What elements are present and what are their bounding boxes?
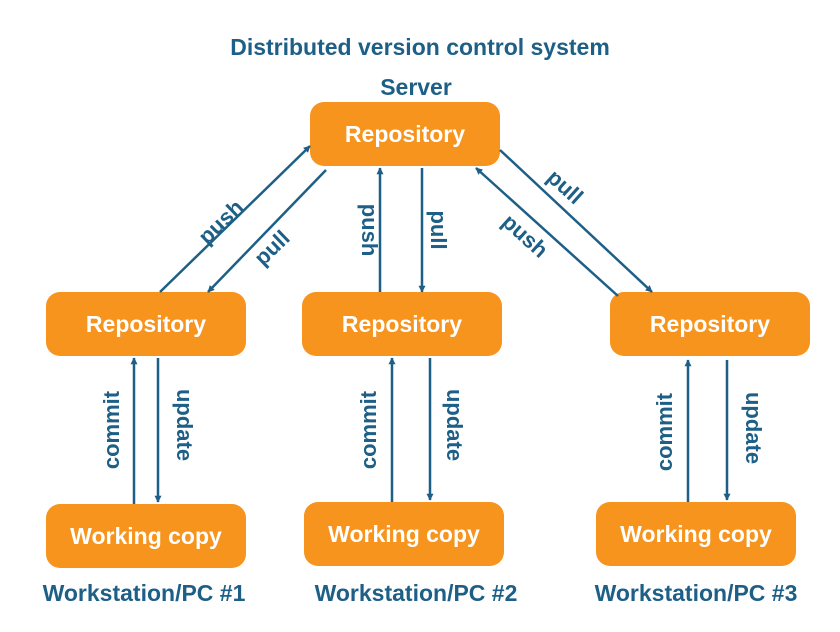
ws1-working-copy-label: Working copy (70, 522, 222, 549)
ws3-update-text: update (741, 392, 766, 464)
ws3-pull-text: pull (542, 164, 588, 209)
ws3-repository-label: Repository (649, 310, 771, 337)
ws2-label: Workstation/PC #2 (314, 580, 518, 606)
ws2-working-copy-box: Working copy (304, 502, 504, 566)
ws1-update-text: update (172, 389, 197, 461)
ws2-pull-text: pull (426, 210, 451, 249)
ws3-working-copy-label: Working copy (620, 520, 772, 547)
ws2-update-text: update (442, 389, 467, 461)
ws1-label: Workstation/PC #1 (42, 580, 246, 606)
diagram-title: Distributed version control system (230, 34, 610, 60)
ws3-repository-box: Repository (610, 292, 810, 356)
ws1-repository-box: Repository (46, 292, 246, 356)
ws1-push-arrow (159, 145, 311, 293)
ws2-push-text: push (357, 204, 382, 257)
ws2-repository-box: Repository (302, 292, 502, 356)
ws3-working-copy-box: Working copy (596, 502, 796, 566)
ws2-commit-text: commit (356, 390, 381, 469)
ws3-push-text: push (497, 209, 553, 263)
server-repository-box: Repository (310, 102, 500, 166)
server-repository-label: Repository (344, 120, 466, 147)
ws2-repository-label: Repository (341, 310, 463, 337)
ws2-working-copy-label: Working copy (328, 520, 480, 547)
ws1-repository-label: Repository (85, 310, 207, 337)
ws3-commit-text: commit (652, 392, 677, 471)
ws1-working-copy-box: Working copy (46, 504, 246, 568)
ws3-label: Workstation/PC #3 (594, 580, 798, 606)
ws1-commit-text: commit (99, 390, 124, 469)
ws3-push-arrow (475, 167, 619, 297)
ws1-pull-arrow (207, 169, 327, 293)
server-label: Server (380, 74, 452, 100)
ws3-pull-arrow (499, 149, 653, 293)
ws1-pull-text: pull (249, 225, 294, 270)
ws1-push-text: push (193, 195, 248, 249)
